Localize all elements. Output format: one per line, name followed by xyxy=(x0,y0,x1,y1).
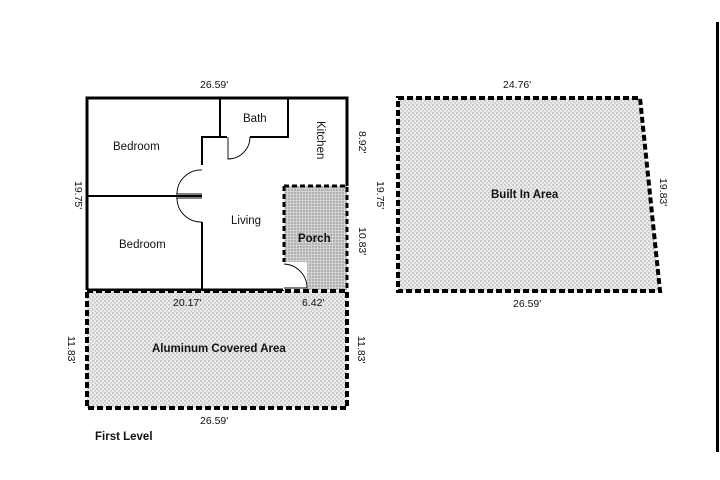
dimension-aluminum-right: 11.83' xyxy=(355,336,367,364)
bedroom-label: Bedroom xyxy=(119,239,166,251)
aluminum-covered-area xyxy=(85,289,349,410)
aluminum-area-label: Aluminum Covered Area xyxy=(152,343,286,355)
built-in-area-plan: Built In Area 24.76' 19.75' 19.83' 26.59… xyxy=(374,79,669,310)
living-label: Living xyxy=(231,215,261,227)
dimension-porch-right: 10.83' xyxy=(356,227,368,255)
dimension-right-upper: 8.92' xyxy=(356,131,368,153)
bath-door-swing xyxy=(227,136,251,160)
bedroom-door-swing-upper xyxy=(176,169,203,195)
dimension-inner-bottom: 20.17' xyxy=(173,297,201,309)
porch-door-swing xyxy=(283,263,308,289)
built-in-area xyxy=(396,96,663,293)
first-level-plan: Bedroom Bedroom Bath Kitchen Living Porc… xyxy=(65,79,368,443)
porch-label: Porch xyxy=(298,233,331,245)
hall-wall xyxy=(201,136,220,165)
bath-wall xyxy=(219,98,289,138)
built-in-dimension-right: 19.83' xyxy=(657,178,669,206)
first-level-caption: First Level xyxy=(95,431,153,443)
exterior-wall xyxy=(85,96,349,290)
dimension-aluminum-left: 11.83' xyxy=(65,336,77,364)
bedroom-door-swing-lower xyxy=(176,197,203,223)
dimension-porch-bottom: 6.42' xyxy=(302,297,324,309)
built-in-dimension-bottom: 26.59' xyxy=(513,298,541,310)
built-in-dimension-top: 24.76' xyxy=(503,79,531,91)
built-in-area-label: Built In Area xyxy=(491,189,559,201)
built-in-dimension-left: 19.75' xyxy=(374,181,386,209)
dimension-top: 26.59' xyxy=(200,79,228,91)
porch-boundary xyxy=(282,184,349,290)
bath-label: Bath xyxy=(243,113,267,125)
kitchen-label: Kitchen xyxy=(314,121,326,159)
dimension-aluminum-bottom: 26.59' xyxy=(200,415,228,427)
page-border-line xyxy=(716,22,719,452)
bedroom-label: Bedroom xyxy=(113,141,160,153)
dimension-left: 19.75' xyxy=(72,181,84,209)
